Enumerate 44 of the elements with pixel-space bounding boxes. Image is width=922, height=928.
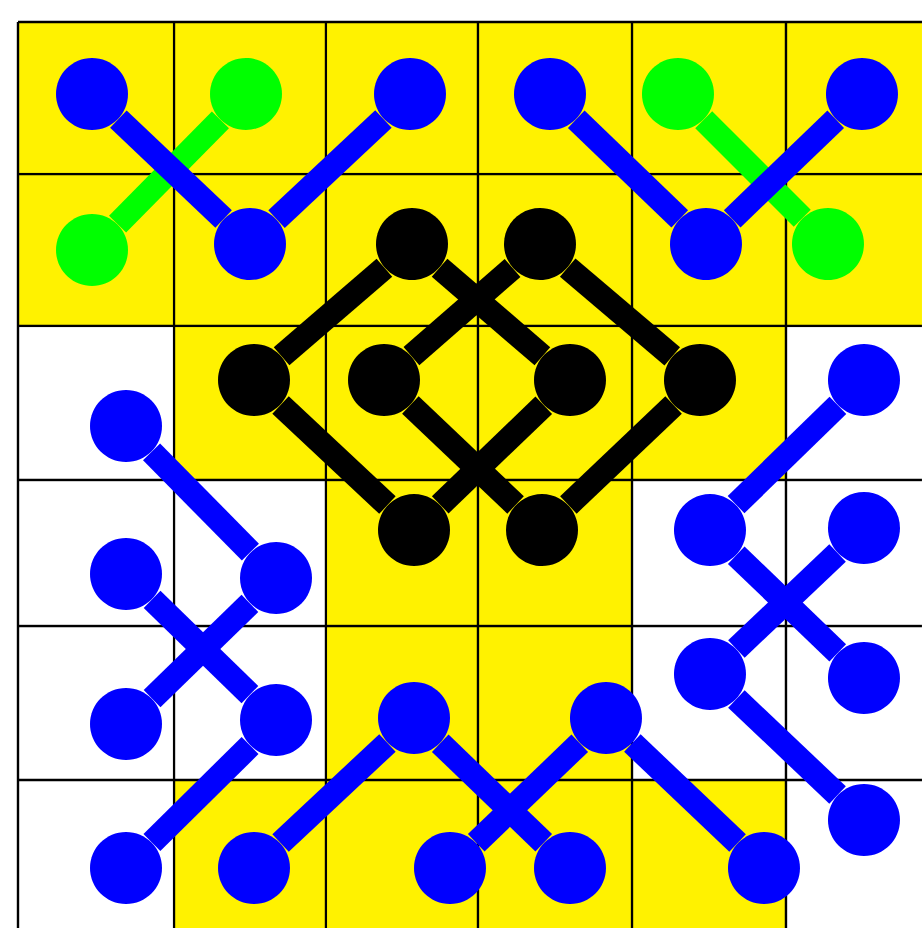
dot (570, 682, 642, 754)
dot (828, 784, 900, 856)
dot (214, 208, 286, 280)
dot (240, 542, 312, 614)
connector-line (467, 734, 589, 852)
dot (218, 344, 290, 416)
dot (504, 208, 576, 280)
connector-line (431, 734, 553, 852)
dot (828, 344, 900, 416)
dot (374, 58, 446, 130)
connector-line (624, 734, 746, 852)
dot (670, 208, 742, 280)
dot (90, 832, 162, 904)
dot (728, 832, 800, 904)
dot (56, 58, 128, 130)
dot (514, 58, 586, 130)
dot (56, 214, 128, 286)
dot (674, 494, 746, 566)
dot (674, 638, 746, 710)
dot (534, 344, 606, 416)
connector-line (560, 396, 682, 514)
dot (90, 688, 162, 760)
connector-line (403, 258, 521, 366)
dot (210, 58, 282, 130)
dot (826, 58, 898, 130)
connector-line (272, 734, 396, 852)
dot (90, 538, 162, 610)
dot (376, 208, 448, 280)
dot (534, 832, 606, 904)
dot (414, 832, 486, 904)
dot (828, 492, 900, 564)
dot (240, 684, 312, 756)
dot (378, 494, 450, 566)
dot (792, 208, 864, 280)
dot (378, 682, 450, 754)
dot (348, 344, 420, 416)
dot (828, 642, 900, 714)
dot (642, 58, 714, 130)
dot (218, 832, 290, 904)
dot (90, 390, 162, 462)
dot (664, 344, 736, 416)
connector-line (143, 737, 259, 851)
dot (506, 494, 578, 566)
connector-line (431, 258, 551, 366)
